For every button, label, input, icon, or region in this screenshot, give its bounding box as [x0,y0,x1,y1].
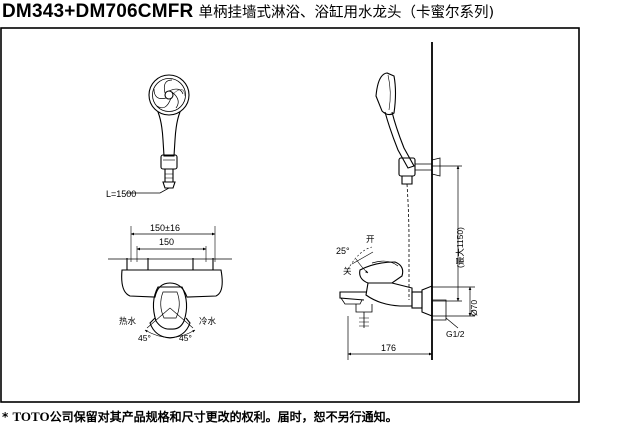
footer-star: * [2,410,9,424]
max-height-label: (最大1150) [455,227,465,268]
hot-water-label: 热水 [119,316,137,326]
footer-notice: * TOTO公司保留对其产品规格和尺寸更改的权利。届时，恕不另行通知。 [2,408,398,425]
diameter-label: Ø70 [469,300,479,316]
center-distance: 150 [159,237,174,247]
close-label: 关 [343,266,352,276]
open-label: 开 [366,234,375,244]
brand-name: TOTO [12,409,50,424]
center-distance-tolerance: 150±16 [150,223,180,233]
projection-label: 176 [381,343,396,353]
mixer-front [108,226,232,339]
hand-shower-front [126,74,190,194]
drawing-frame [0,27,580,403]
lever-angle-label: 25° [336,246,350,256]
mixer-side [339,246,447,328]
angle-left-label: 45° [138,333,151,343]
hose-length-label: L=1500 [106,189,136,199]
angle-right-label: 45° [179,333,192,343]
hand-shower-side [375,72,441,300]
side-dimensions [347,165,475,360]
product-description: 单柄挂墙式淋浴、浴缸用水龙头（卡蜜尔系列) [198,5,495,21]
thread-label: G1/2 [446,329,465,339]
footer-text: 公司保留对其产品规格和尺寸更改的权利。届时，恕不另行通知。 [49,410,398,424]
cold-water-label: 冷水 [199,316,217,326]
model-number: DM343+DM706CMFR [2,1,194,22]
